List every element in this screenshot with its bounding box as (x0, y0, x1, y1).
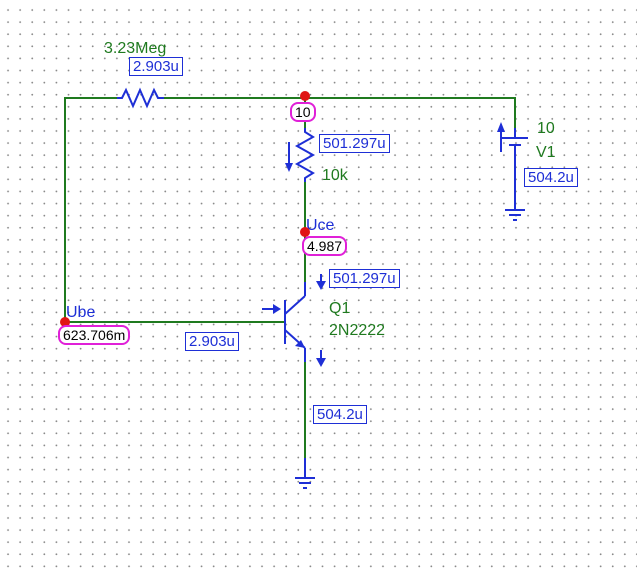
transistor-q1-model: 2N2222 (329, 322, 385, 339)
resistor-rc-value: 10k (322, 167, 349, 184)
source-v1-current-probe[interactable]: 504.2u (524, 168, 578, 187)
ground-icon-emitter (295, 458, 315, 489)
arrow-icon-base-current (262, 304, 281, 314)
node-supply-voltage-marker[interactable]: 10 (290, 102, 316, 122)
node-dot-supply[interactable] (300, 91, 310, 101)
resistor-rb-value: 3.23Meg (104, 40, 166, 57)
resistor-rb[interactable] (117, 87, 164, 109)
resistor-rc-current-probe[interactable]: 501.297u (319, 134, 390, 153)
resistor-rb-current-probe[interactable]: 2.903u (129, 57, 183, 76)
arrow-icon-emitter-current (316, 350, 326, 367)
transistor-collector-current-probe[interactable]: 501.297u (329, 269, 400, 288)
node-uce-voltage-marker[interactable]: 4.987 (302, 236, 348, 256)
transistor-base-current-probe[interactable]: 2.903u (185, 332, 239, 351)
node-dot-ube[interactable] (60, 317, 70, 327)
transistor-q1[interactable] (284, 282, 306, 362)
node-dot-uce[interactable] (300, 227, 310, 237)
transistor-emitter-current-probe[interactable]: 504.2u (313, 405, 367, 424)
resistor-rc[interactable] (285, 128, 316, 182)
source-v1[interactable] (497, 122, 528, 210)
ground-icon-v1 (505, 209, 525, 221)
arrow-icon-collector-current (316, 274, 326, 290)
source-v1-value: 10 (537, 120, 555, 137)
node-uce-label: Uce (306, 217, 335, 234)
node-ube-label: Ube (66, 304, 95, 321)
transistor-q1-name: Q1 (329, 300, 350, 317)
source-v1-name: V1 (536, 144, 556, 161)
node-ube-voltage-marker[interactable]: 623.706m (58, 325, 131, 345)
